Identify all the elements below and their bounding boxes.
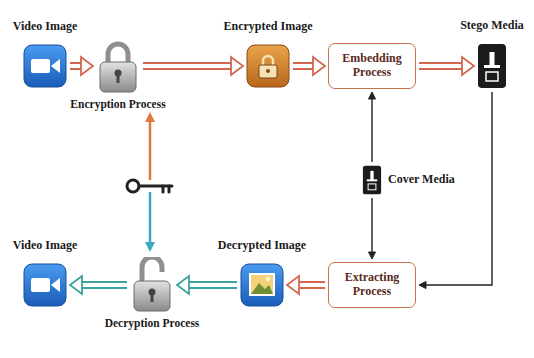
node-label: Decrypted Image xyxy=(218,239,306,253)
encrypted-icon-node: Encrypted Image xyxy=(224,20,313,88)
node-label: Encrypted Image xyxy=(224,20,313,34)
media-icon-node: Cover Media xyxy=(362,165,455,195)
node-icon xyxy=(23,263,67,307)
process-box: Extracting Process xyxy=(328,262,416,308)
node-label: Cover Media xyxy=(388,173,455,187)
node-label: Extracting Process xyxy=(335,271,409,299)
flow-connector xyxy=(177,276,237,294)
node-icon xyxy=(246,44,290,88)
node-icon xyxy=(240,263,284,307)
node-icon xyxy=(130,257,174,313)
node-icon xyxy=(362,165,382,195)
flow-connector xyxy=(369,92,376,162)
node-label: Decryption Process xyxy=(105,317,200,330)
node-icon xyxy=(96,38,140,94)
key-icon xyxy=(127,180,172,192)
flow-connector xyxy=(70,276,127,294)
node-icon xyxy=(23,44,67,88)
flow-connector xyxy=(293,57,325,75)
lock-node: Encryption Process xyxy=(70,38,165,111)
node-label: Video Image xyxy=(13,239,78,253)
node-label: Video Image xyxy=(13,20,78,34)
flow-connector xyxy=(70,57,93,75)
node-label: Embedding Process xyxy=(335,52,409,80)
node-label: Stego Media xyxy=(460,19,524,33)
key-arrow-down xyxy=(145,192,155,252)
flow-connector xyxy=(143,57,243,75)
node-icon xyxy=(477,43,507,89)
flow-connector xyxy=(287,276,325,294)
flow-connector xyxy=(369,198,376,259)
media-icon-node: Stego Media xyxy=(460,19,524,89)
flow-connector xyxy=(419,57,474,75)
node-label: Encryption Process xyxy=(70,98,165,111)
flow-connector xyxy=(419,92,492,289)
lock-node: Decryption Process xyxy=(105,257,200,330)
key-arrow-up xyxy=(145,112,155,180)
process-box: Embedding Process xyxy=(328,43,416,89)
decrypted-icon-node: Decrypted Image xyxy=(218,239,306,307)
video-icon-node: Video Image xyxy=(13,239,78,307)
video-icon-node: Video Image xyxy=(13,20,78,88)
